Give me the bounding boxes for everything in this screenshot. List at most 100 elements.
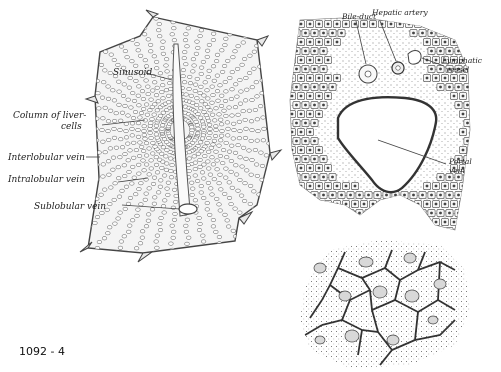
liver-cell (226, 127, 231, 130)
liver-cell (100, 96, 105, 99)
hepatocyte-nucleus (462, 131, 465, 134)
liver-cell (97, 240, 102, 243)
hepatocyte-nucleus (304, 104, 307, 107)
hepatocyte-nucleus (372, 221, 375, 224)
hepatocyte (428, 227, 435, 234)
hepatocyte (324, 218, 331, 225)
hepatocyte-nucleus (340, 32, 343, 35)
liver-cell (237, 120, 242, 123)
liver-cell (114, 112, 119, 115)
liver-cell (111, 156, 116, 159)
liver-cell (207, 69, 212, 72)
hepatocyte-nucleus (331, 86, 334, 89)
liver-cell (222, 192, 227, 195)
liver-cell (187, 169, 192, 172)
liver-cell (122, 83, 127, 86)
liver-cell (152, 55, 157, 58)
hepatocyte-nucleus (466, 230, 469, 233)
hepatocyte (360, 218, 367, 225)
hepatocyte (311, 227, 318, 234)
liver-cell (107, 226, 112, 229)
liver-cell (104, 26, 109, 29)
hepatocyte-nucleus (426, 23, 429, 26)
liver-cell (67, 220, 72, 223)
hepatocyte-nucleus (435, 203, 438, 206)
liver-cell (205, 208, 210, 211)
liver-cell (194, 120, 199, 123)
liver-cell (218, 118, 223, 121)
liver-cell (106, 160, 111, 163)
hepatocyte-nucleus (462, 149, 465, 152)
liver-cell (96, 92, 101, 95)
liver-cell (154, 94, 159, 97)
hepatocyte-nucleus (466, 50, 469, 53)
liver-cell (160, 46, 165, 49)
liver-cell (207, 136, 212, 139)
liver-cell (285, 115, 290, 118)
liver-cell (145, 113, 150, 116)
liver-cell (146, 219, 151, 222)
liver-cell (170, 33, 175, 36)
hepatocyte (297, 218, 304, 225)
liver-cell (250, 98, 255, 101)
liver-cell (238, 156, 243, 159)
liver-cell (187, 157, 192, 160)
liver-cell (101, 140, 106, 143)
hepatocyte-nucleus (426, 221, 429, 224)
liver-cell (202, 94, 207, 97)
liver-cell (196, 152, 201, 155)
hepatocyte-nucleus (444, 41, 447, 44)
hepatocyte-nucleus (417, 23, 420, 26)
liver-cell (217, 21, 222, 24)
hepatocyte-nucleus (448, 194, 451, 197)
liver-cell (155, 234, 160, 237)
liver-cell (243, 257, 248, 260)
hepatocyte-nucleus (327, 95, 330, 98)
liver-cell (158, 114, 163, 117)
hepatocyte-nucleus (439, 194, 442, 197)
liver-cell (218, 209, 223, 212)
liver-cell (138, 141, 143, 144)
label-lymphatic-vessel-line1: Lymphatic (441, 56, 483, 65)
liver-cell (226, 264, 231, 267)
hepatocyte-nucleus (381, 203, 384, 206)
hepatocyte-nucleus (300, 203, 303, 206)
liver-cell (158, 72, 163, 75)
liver-cell (197, 216, 202, 219)
sublobular-vein (179, 204, 197, 214)
hepatocyte-nucleus (304, 122, 307, 125)
hepatocyte-nucleus (444, 77, 447, 80)
hepatocyte (302, 227, 309, 234)
hepatocyte-nucleus (327, 167, 330, 170)
hepatocyte-nucleus (304, 212, 307, 215)
liver-cell (80, 70, 85, 73)
hepatocyte-nucleus (376, 230, 379, 233)
hepatocyte-nucleus (448, 32, 451, 35)
liver-cell (149, 98, 154, 101)
hepatocyte-nucleus (300, 221, 303, 224)
liver-cell (239, 11, 244, 14)
liver-cell (84, 27, 89, 30)
hepatocyte-nucleus (295, 32, 298, 35)
liver-cell (195, 40, 200, 43)
hepatocyte-nucleus (430, 212, 433, 215)
liver-cell (126, 27, 131, 30)
liver-cell (122, 22, 127, 25)
liver-cell (66, 37, 71, 40)
liver-cell (201, 60, 206, 63)
liver-cell (137, 172, 142, 175)
liver-cell (136, 163, 141, 166)
liver-cell (127, 170, 132, 173)
liver-cell (291, 197, 296, 200)
hepatocyte-nucleus (421, 230, 424, 233)
hepatocyte-nucleus (313, 230, 316, 233)
hepatocyte (365, 227, 372, 234)
liver-cell (253, 20, 258, 23)
hepatocyte-nucleus (322, 50, 325, 53)
liver-cell (106, 97, 111, 100)
liver-cell (150, 152, 155, 155)
liver-cell (243, 182, 248, 185)
liver-cell (124, 136, 129, 139)
liver-cell (198, 222, 203, 225)
liver-cell (201, 196, 206, 199)
